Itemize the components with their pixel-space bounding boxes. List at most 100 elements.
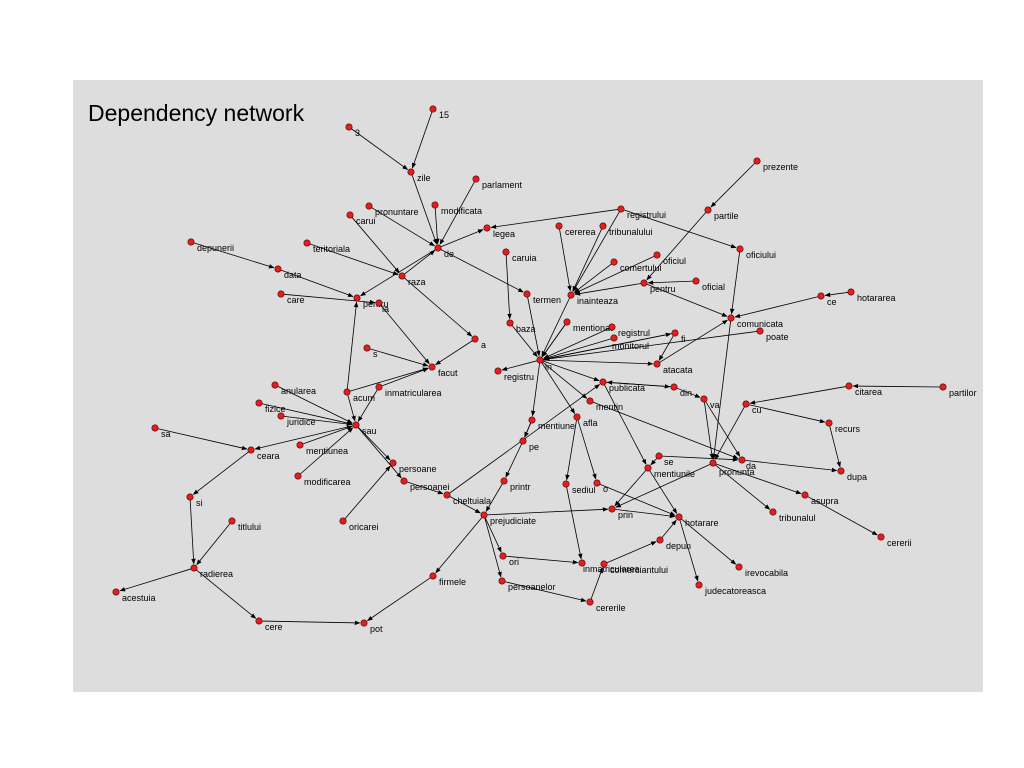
- node-firmele: firmele: [429, 572, 466, 587]
- node-tribunalul: tribunalul: [769, 508, 816, 523]
- edge-si-radierea: [189, 500, 196, 565]
- edge-zile-de: [411, 174, 438, 245]
- node-dot: [190, 564, 198, 572]
- edge-oficiului-comunicata: [729, 252, 740, 315]
- node-dot: [500, 477, 508, 485]
- node-partilor: partilor: [939, 383, 977, 398]
- node-dot: [528, 416, 536, 424]
- node-dot: [303, 239, 311, 247]
- node-dot: [271, 381, 279, 389]
- node-label: cererii: [887, 538, 912, 548]
- node-label: facut: [438, 368, 458, 378]
- node-dot: [431, 201, 439, 209]
- edge-mentiunea-sau: [302, 425, 353, 445]
- node-label: a: [481, 340, 486, 350]
- node-label: atacata: [663, 365, 693, 375]
- edge-ce-comunicata: [734, 296, 818, 318]
- node-label: la: [382, 304, 389, 314]
- edge-titlului-radierea: [196, 523, 231, 566]
- edge-cere-pot: [262, 620, 361, 626]
- node-dot: [610, 258, 618, 266]
- edge-s-facut: [369, 348, 429, 367]
- node-label: printr: [510, 482, 531, 492]
- node-label: anularea: [281, 386, 316, 396]
- node-persoanei: persoanei: [400, 477, 450, 492]
- node-se: se: [655, 452, 674, 467]
- edge-mentionat-in: [542, 324, 566, 358]
- edge-din-va: [676, 387, 701, 398]
- node-dot: [255, 399, 263, 407]
- edge-se-da: [662, 455, 739, 462]
- edge-15-zile: [411, 111, 433, 169]
- node-cheltuiala: cheltuiala: [443, 491, 491, 506]
- node-dot: [345, 123, 353, 131]
- edge-asupra-cererii: [807, 496, 878, 536]
- edge-persoanei-cheltuiala: [406, 481, 444, 495]
- edge-prejudiciate-prin: [487, 507, 609, 516]
- edge-prezente-partile: [710, 162, 756, 208]
- edge-va-pronunta: [704, 402, 714, 460]
- node-dot: [727, 314, 735, 322]
- node-dot: [653, 251, 661, 259]
- node-dot: [375, 383, 383, 391]
- node-dot: [352, 421, 360, 429]
- edge-monitorul-in: [543, 338, 612, 360]
- edge-prejudiciate-ori: [484, 517, 502, 553]
- node-label: comertului: [620, 263, 662, 273]
- edge-persoanelor-cererile: [505, 581, 587, 603]
- node-sa: sa: [151, 424, 171, 439]
- node-poate: poate: [756, 327, 789, 342]
- node-hotarare: hotarare: [675, 513, 719, 528]
- node-recurs: recurs: [825, 419, 861, 434]
- node-dot: [429, 105, 437, 113]
- node-mentionat: mentionat: [563, 318, 613, 333]
- node-comertului: comertului: [610, 258, 662, 273]
- node-dot: [187, 238, 195, 246]
- node-label: registru: [504, 372, 534, 382]
- node-dot: [939, 383, 947, 391]
- node-dot: [877, 533, 885, 541]
- node-dot: [186, 493, 194, 501]
- node-o: o: [593, 479, 608, 494]
- node-dot: [847, 288, 855, 296]
- edge-radierea-cere: [196, 569, 257, 619]
- node-modificarea: modificarea: [294, 472, 351, 487]
- node-dot: [389, 459, 397, 467]
- diagram-background: [73, 80, 983, 692]
- node-dot: [692, 277, 700, 285]
- node-in: in: [536, 356, 552, 372]
- node-sediul: sediul: [562, 480, 596, 495]
- edge-cererea-inainteaza: [559, 229, 572, 292]
- edge-mentiune-pe: [524, 422, 532, 438]
- node-prejudiciate: prejudiciate: [480, 511, 536, 526]
- node-dot: [593, 479, 601, 487]
- edge-radierea-acestuia: [119, 568, 192, 592]
- node-din: din: [670, 383, 692, 398]
- edge-prejudiciate-persoanelor: [484, 517, 502, 578]
- node-la: la: [375, 299, 389, 314]
- node-label: comunicata: [737, 319, 783, 329]
- node-dot: [247, 446, 255, 454]
- edge-depun-hotarare: [661, 519, 677, 538]
- edge-acum-facut: [349, 367, 429, 392]
- node-dot: [670, 383, 678, 391]
- edge-parlament-de: [439, 181, 475, 245]
- edge-poate-in: [543, 331, 757, 362]
- node-parlament: parlament: [472, 175, 523, 190]
- node-label: pronunta: [719, 467, 755, 477]
- edge-de-termen: [440, 249, 524, 293]
- node-pronunta: pronunta: [709, 459, 755, 477]
- node-dot: [742, 400, 750, 408]
- node-label: publicata: [609, 383, 645, 393]
- node-label: firmele: [439, 577, 466, 587]
- edge-pronunta-asupra: [715, 463, 802, 495]
- node-dot: [407, 168, 415, 176]
- node-label: partile: [714, 211, 739, 221]
- node-label: mentiunea: [306, 446, 348, 456]
- node-label: parlament: [482, 180, 523, 190]
- edge-pronuntare-de: [371, 207, 435, 247]
- edge-cu-recurs: [749, 404, 826, 424]
- edge-sau-ceara: [254, 425, 353, 451]
- node-dot: [586, 598, 594, 606]
- node-label: pentru: [650, 284, 676, 294]
